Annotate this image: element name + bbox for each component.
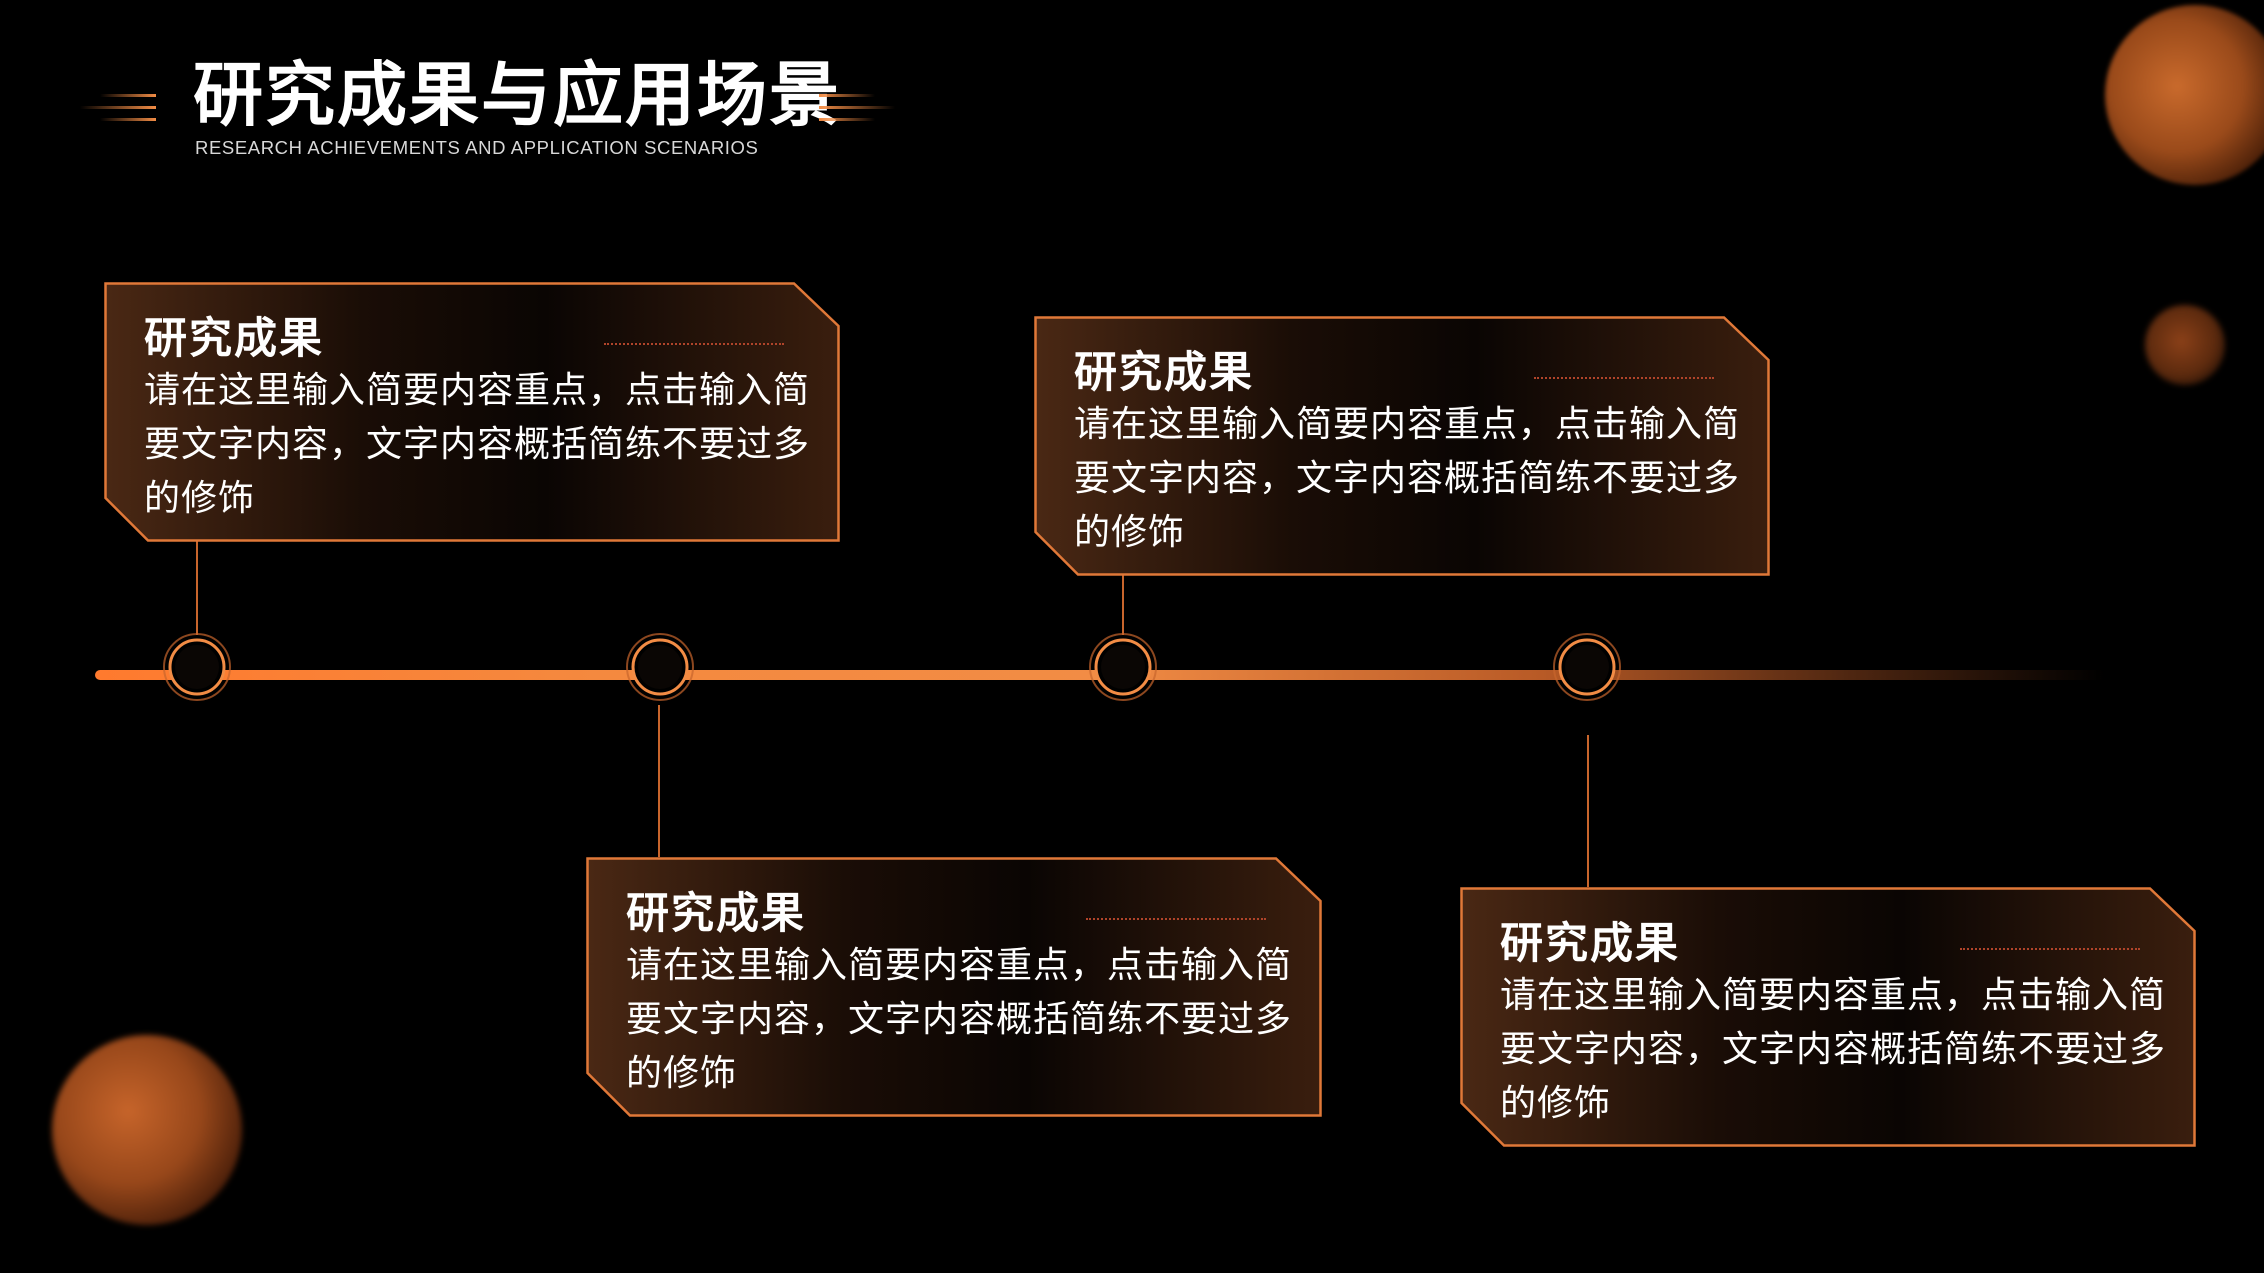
card-divider bbox=[1960, 948, 2140, 952]
card-body: 请在这里输入简要内容重点，点击输入简要文字内容，文字内容概括简练不要过多的修饰 bbox=[144, 370, 811, 519]
result-card-1: 研究成果 请在这里输入简要内容重点，点击输入简要文字内容，文字内容概括简练不要过… bbox=[104, 282, 840, 542]
decorative-sphere-top-right bbox=[2105, 5, 2264, 185]
page-subtitle: RESEARCH ACHIEVEMENTS AND APPLICATION SC… bbox=[195, 137, 759, 158]
connector-4 bbox=[1587, 735, 1589, 887]
timeline-node-4 bbox=[1553, 633, 1621, 701]
result-card-2: 研究成果 请在这里输入简要内容重点，点击输入简要文字内容，文字内容概括简练不要过… bbox=[586, 857, 1322, 1117]
card-title: 研究成果 bbox=[144, 314, 324, 364]
card-body: 请在这里输入简要内容重点，点击输入简要文字内容，文字内容概括简练不要过多的修饰 bbox=[626, 945, 1293, 1094]
card-divider bbox=[1086, 918, 1266, 922]
card-title: 研究成果 bbox=[626, 889, 806, 939]
title-decoration-left bbox=[80, 94, 156, 121]
connector-1 bbox=[196, 540, 198, 635]
card-title: 研究成果 bbox=[1074, 348, 1254, 398]
page-title: 研究成果与应用场景 bbox=[193, 54, 841, 136]
card-body: 请在这里输入简要内容重点，点击输入简要文字内容，文字内容概括简练不要过多的修饰 bbox=[1500, 975, 2167, 1124]
card-title: 研究成果 bbox=[1500, 919, 1680, 969]
timeline-node-1 bbox=[163, 633, 231, 701]
card-divider bbox=[1534, 377, 1714, 381]
card-body: 请在这里输入简要内容重点，点击输入简要文字内容，文字内容概括简练不要过多的修饰 bbox=[1074, 404, 1741, 553]
card-divider bbox=[604, 343, 784, 347]
connector-2 bbox=[658, 705, 660, 857]
result-card-4: 研究成果 请在这里输入简要内容重点，点击输入简要文字内容，文字内容概括简练不要过… bbox=[1460, 887, 2196, 1147]
connector-3 bbox=[1122, 575, 1124, 635]
title-decoration-right bbox=[819, 94, 895, 121]
timeline-node-2 bbox=[626, 633, 694, 701]
result-card-3: 研究成果 请在这里输入简要内容重点，点击输入简要文字内容，文字内容概括简练不要过… bbox=[1034, 316, 1770, 576]
decorative-sphere-bottom-left bbox=[52, 1035, 242, 1225]
decorative-sphere-mid-right bbox=[2145, 305, 2225, 385]
timeline-node-3 bbox=[1089, 633, 1157, 701]
